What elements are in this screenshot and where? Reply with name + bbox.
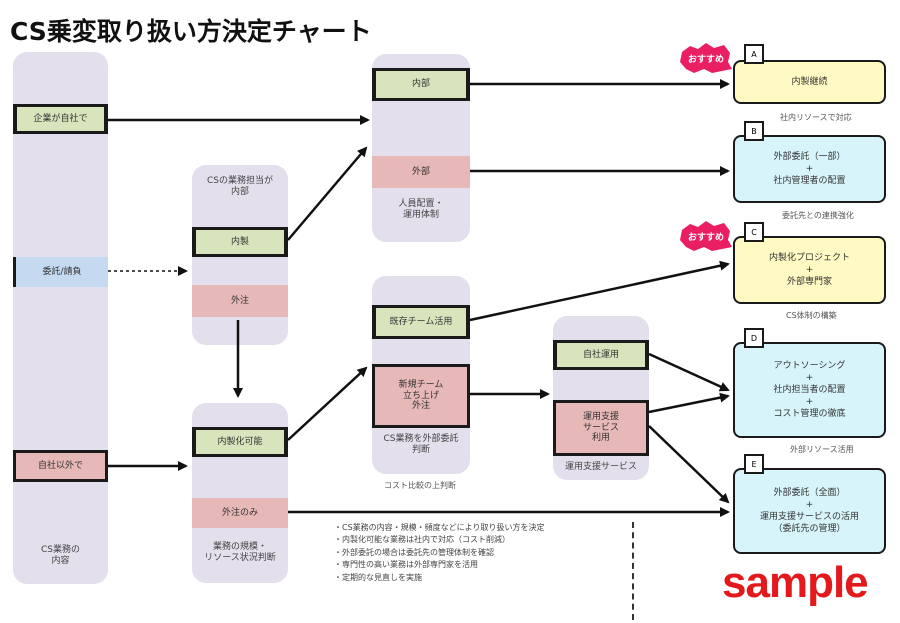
result-b-caption: 委託先との連携強化: [782, 211, 854, 220]
result-c-number: C: [744, 222, 764, 242]
result-box-e: 外部委託（全面） + 運用支援サービスの活用 （委託先の管理）: [733, 468, 886, 554]
result-e-number: E: [744, 454, 764, 474]
result-c-line-2: +: [805, 264, 814, 275]
left-item-blue: 委託/請負: [13, 257, 108, 287]
decision-4-caption: コスト比較の上判断: [384, 481, 456, 490]
arrow-d2-to-d4: [287, 366, 368, 441]
result-b-line-2: +: [805, 163, 814, 174]
result-e-line-3: 運用支援サービスの活用: [759, 512, 859, 522]
result-box-c: 内製化プロジェクト + 外部専門家: [733, 236, 886, 304]
result-d-line-4: +: [805, 397, 814, 408]
result-c-caption: CS体制の構築: [786, 311, 837, 320]
badge-1-label: おすすめ: [687, 54, 724, 65]
result-b-number: B: [744, 121, 764, 141]
badge-2-label: おすすめ: [687, 232, 724, 243]
result-d-line-2: +: [805, 372, 814, 383]
result-d-line-3: 社内担当者の配置: [773, 384, 846, 395]
result-d-line-5: コスト管理の徹底: [773, 409, 846, 420]
result-e-line-1: 外部委託（全面）: [773, 487, 846, 498]
arrow-d4-green-to-result-c: [469, 260, 730, 322]
arrow-d5-pink-to-result-e: [648, 425, 730, 504]
arrow-d1-to-d3: [287, 146, 368, 241]
sample-watermark: sample: [722, 558, 869, 607]
result-b-line-1: 外部委託（一部）: [773, 151, 846, 162]
decision-3-option-pink: 外部: [372, 156, 470, 188]
result-a-caption: 社内リソースで対応: [780, 113, 852, 122]
note-line-2: ・内製化可能な業務は社内で対応（コスト削減）: [334, 535, 510, 545]
note-line-3: ・外部委託の場合は委託先の管理体制を確認: [334, 547, 494, 557]
result-d-number: D: [744, 328, 764, 348]
starburst-icon: [680, 221, 732, 251]
result-box-a: 内製継続: [733, 60, 886, 104]
recommend-badge-1: おすすめ: [678, 42, 734, 74]
result-e-line-4: （委託先の管理）: [773, 524, 846, 535]
decision-2-option-green: 内製化可能: [192, 427, 288, 457]
decision-3-footer: 人員配置・ 運用体制: [398, 199, 444, 221]
decision-1-option-pink: 外注: [192, 285, 288, 317]
decision-2-footer: 業務の規模・ リソース状況判断: [204, 542, 276, 564]
result-d-line-1: アウトソーシング: [773, 360, 846, 371]
decision-4-footer: CS業務を外部委託 判断: [383, 434, 459, 456]
note-line-5: ・定期的な見直しを実施: [334, 572, 422, 582]
decision-3-option-green: 内部: [372, 68, 470, 101]
result-d-caption: 外部リソース活用: [790, 445, 854, 454]
notes-box: ・CS業務の内容・規模・頻度などにより取り扱い方を決定 ・内製化可能な業務は社内…: [318, 522, 634, 620]
result-box-d: アウトソーシング + 社内担当者の配置 + コスト管理の徹底: [733, 342, 886, 438]
decision-4-option-green: 既存チーム活用: [372, 305, 470, 339]
decision-5-option-pink: 運用支援 サービス 利用: [553, 400, 649, 456]
result-b-line-3: 社内管理者の配置: [773, 176, 846, 187]
left-item-pink: 自社以外で: [13, 450, 108, 482]
note-line-1: ・CS業務の内容・規模・頻度などにより取り扱い方を決定: [334, 523, 545, 532]
result-a-number: A: [744, 44, 764, 64]
page-title: CS乗変取り扱い方決定チャート: [10, 17, 372, 46]
decision-1-option-green: 内製: [192, 227, 288, 257]
decision-5-footer: 運用支援サービス: [564, 462, 637, 472]
decision-4-option-pink: 新規チーム 立ち上げ 外注: [372, 364, 470, 428]
left-column: [13, 52, 108, 584]
left-item-green: 企業が自社で: [13, 104, 108, 134]
recommend-badge-2: おすすめ: [678, 220, 734, 252]
result-box-b: 外部委託（一部） + 社内管理者の配置: [733, 135, 886, 203]
result-c-line-3: 外部専門家: [786, 277, 832, 288]
left-column-footer: CS業務の 内容: [41, 545, 80, 567]
starburst-icon: [680, 43, 732, 73]
result-c-line-1: 内製化プロジェクト: [768, 252, 850, 263]
decision-5-option-green: 自社運用: [553, 340, 649, 370]
decision-2-option-pink: 外注のみ: [192, 498, 288, 528]
arrow-d5-green-to-result-d: [648, 352, 730, 392]
arrow-d5-pink-to-result-d: [648, 392, 730, 414]
result-e-line-2: +: [805, 499, 814, 510]
note-line-4: ・専門性の高い業務は外部専門家を活用: [334, 560, 478, 570]
decision-1-header: CSの業務担当が 内部: [207, 176, 273, 198]
result-a-line-1: 内製継続: [791, 76, 828, 87]
